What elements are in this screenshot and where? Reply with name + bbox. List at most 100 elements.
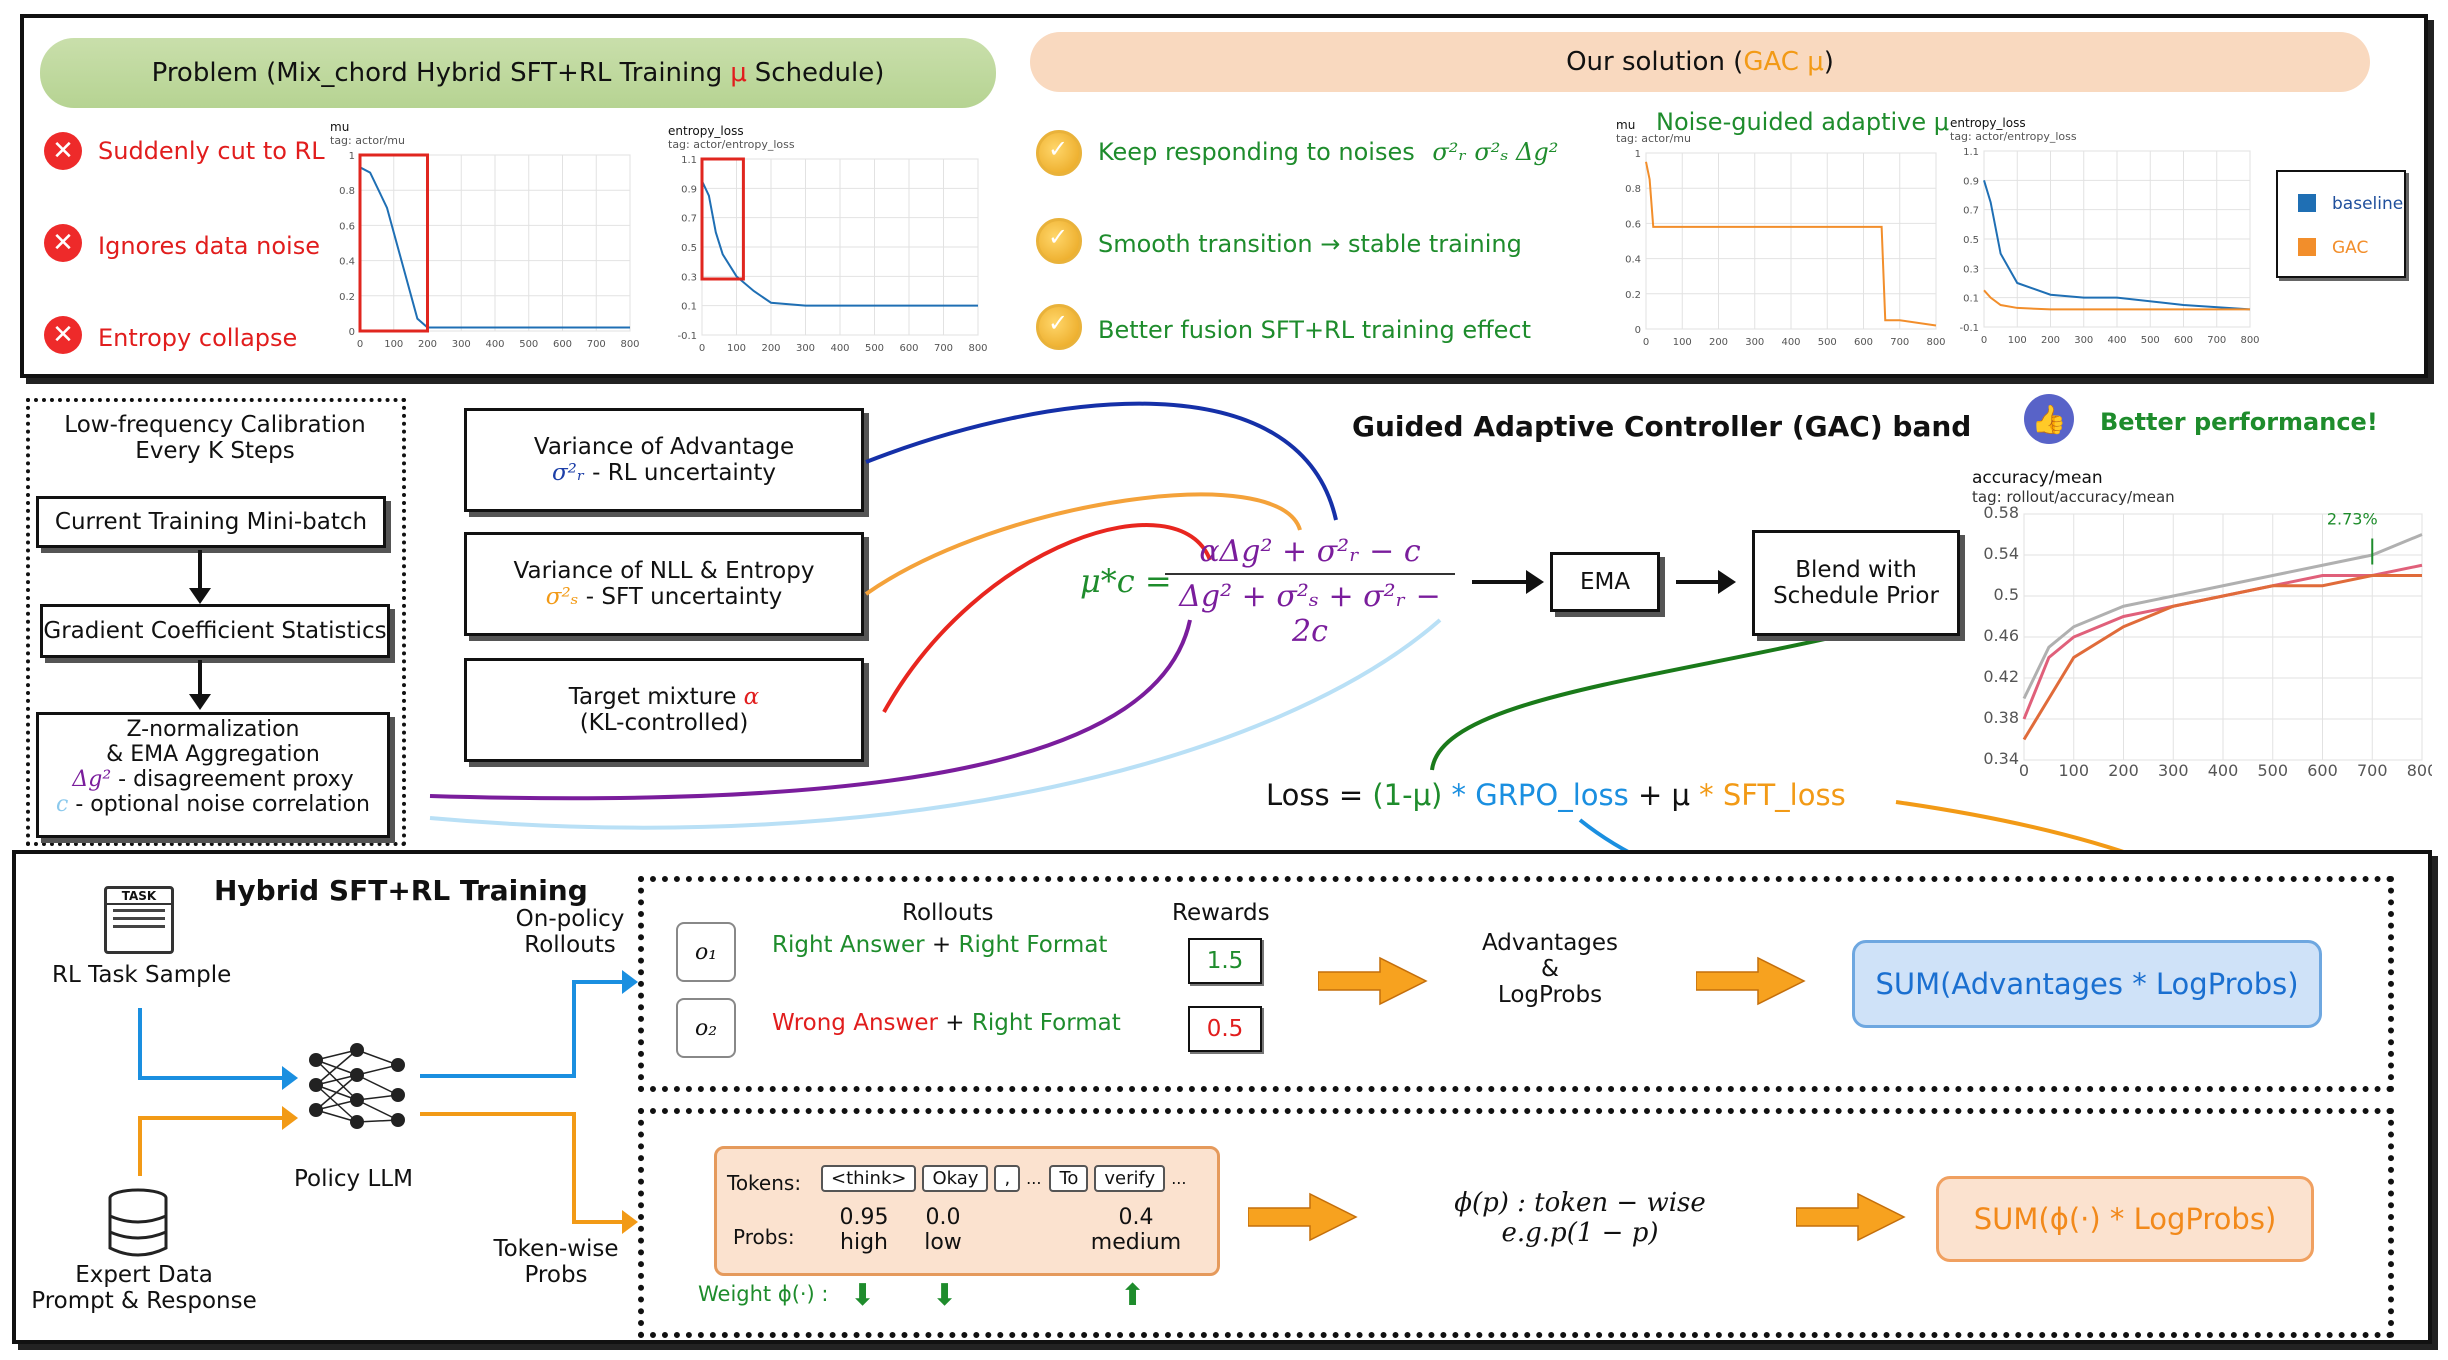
prob-value: 0.95 <box>839 1205 889 1230</box>
x-tick-label: 800 <box>1926 337 1945 348</box>
series-line <box>1983 289 2250 311</box>
chart-tag: tag: actor/mu <box>330 134 405 147</box>
problem-header: Problem (Mix_chord Hybrid SFT+RL Trainin… <box>40 38 996 108</box>
znorm-line-1: Z-normalization <box>126 717 300 742</box>
x-tick-label: 800 <box>2240 335 2259 346</box>
arrow-up-icon: ⬆ <box>1120 1278 1146 1313</box>
grad-stats-box: Gradient Coefficient Statistics <box>40 604 390 658</box>
token-wise-line-2: Probs <box>524 1262 588 1288</box>
x-tick-label: 500 <box>1818 337 1837 348</box>
legend-gac-swatch <box>2298 238 2316 256</box>
r1-format: Right Format <box>958 932 1108 958</box>
entropy-chart-problem: entropy_loss tag: actor/entropy_loss 1.1… <box>668 124 988 364</box>
better-performance: Better performance! <box>2100 408 2378 436</box>
series-line <box>359 166 630 329</box>
expert-line-2: Prompt & Response <box>31 1288 257 1314</box>
adv-line-2: & <box>1541 956 1559 982</box>
advantages-label: Advantages & LogProbs <box>1440 930 1660 1008</box>
chart-title: entropy_loss <box>1950 116 2026 130</box>
var-nll-sub-text: - SFT uncertainty <box>578 584 783 610</box>
grpo-loss: GRPO_loss <box>1475 778 1629 812</box>
x-tick-label: 800 <box>620 339 639 350</box>
chart-tag: tag: actor/mu <box>1616 132 1691 145</box>
x-tick-label: 500 <box>2257 761 2288 780</box>
gain-label: 2.73% <box>2327 510 2378 529</box>
x-tick-label: 800 <box>968 343 987 354</box>
series-line <box>2022 533 2423 700</box>
x-tick-label: 700 <box>587 339 606 350</box>
on-policy-line-2: Rollouts <box>524 932 616 958</box>
blend-box: Blend with Schedule Prior <box>1752 530 1960 636</box>
y-tick-label: 0 <box>1635 325 1641 336</box>
loss-equation: Loss = (1-μ) * GRPO_loss + μ * SFT_loss <box>1266 778 1846 812</box>
o2-badge: o₂ <box>676 998 736 1058</box>
x-tick-label: 200 <box>418 339 437 350</box>
x-tick-label: 100 <box>727 343 746 354</box>
sum-advantages-box: SUM(Advantages * LogProbs) <box>1852 940 2322 1028</box>
y-tick-label: 1.1 <box>681 155 697 166</box>
o1-badge: o₁ <box>676 922 736 982</box>
y-tick-label: 0.1 <box>681 302 697 313</box>
y-tick-label: 0.5 <box>1963 235 1979 246</box>
x-tick-label: 300 <box>796 343 815 354</box>
x-tick-label: 500 <box>2141 335 2160 346</box>
token: Okay <box>922 1165 989 1192</box>
r1-answer: Right Answer <box>772 932 925 958</box>
sum-phi-box: SUM(ϕ(·) * LogProbs) <box>1936 1176 2314 1262</box>
x-tick-label: 700 <box>2207 335 2226 346</box>
prob-value: 0.4 <box>1118 1205 1154 1230</box>
znorm-box: Z-normalization & EMA Aggregation Δg² - … <box>36 712 390 838</box>
x-tick-label: 0 <box>357 339 363 350</box>
adv-line-3: LogProbs <box>1497 982 1603 1008</box>
y-tick-label: 0.9 <box>1963 176 1979 187</box>
task-icon: TASK <box>104 886 174 954</box>
thumbs-up-icon: 👍 <box>2024 394 2074 444</box>
solution-1: Keep responding to noises σ²ᵣ σ²ₛ Δg² <box>1098 138 1558 166</box>
y-tick-label: -0.1 <box>1959 323 1979 334</box>
one-minus-mu: (1-μ) <box>1372 778 1443 812</box>
series-line <box>2022 574 2422 741</box>
probs-label: Probs: <box>733 1225 795 1249</box>
y-tick-label: 0.6 <box>339 221 355 232</box>
var-nll-title: Variance of NLL & Entropy <box>513 558 815 584</box>
x-tick-label: 100 <box>1673 337 1692 348</box>
problem-mu: μ <box>730 58 747 88</box>
solution-header-text: Our solution ( <box>1566 47 1744 77</box>
entropy-chart-solution: entropy_loss tag: actor/entropy_loss 1.1… <box>1950 116 2260 356</box>
rollouts-header: Rollouts <box>902 900 994 926</box>
y-tick-label: 1.1 <box>1963 147 1979 158</box>
legend-baseline-swatch <box>2298 194 2316 212</box>
x-icon: ✕ <box>44 316 82 354</box>
x-tick-label: 700 <box>2357 761 2388 780</box>
solution-3: Better fusion SFT+RL training effect <box>1098 316 1532 344</box>
c-text: - optional noise correlation <box>68 792 370 817</box>
solution-1-text: Keep responding to noises <box>1098 138 1415 166</box>
medal-icon <box>1036 304 1082 350</box>
y-tick-label: 0.46 <box>1983 626 2019 645</box>
x-tick-label: 600 <box>899 343 918 354</box>
var-advantage-title: Variance of Advantage <box>533 434 795 460</box>
solution-gac: GAC μ <box>1743 47 1824 77</box>
y-tick-label: 0.1 <box>1963 294 1979 305</box>
y-tick-label: 0.2 <box>339 292 355 303</box>
legend: baseline GAC <box>2276 170 2406 278</box>
x-tick-label: 0 <box>1643 337 1649 348</box>
x-tick-label: 200 <box>1709 337 1728 348</box>
x-tick-label: 400 <box>2107 335 2126 346</box>
token-wise-line-1: Token-wise <box>493 1236 619 1262</box>
ema-box: EMA <box>1550 552 1660 612</box>
token: , <box>994 1165 1021 1192</box>
legend-baseline-label: baseline <box>2332 194 2404 214</box>
blend-line-2: Schedule Prior <box>1773 583 1939 609</box>
x-icon: ✕ <box>44 224 82 262</box>
chart-tag: tag: rollout/accuracy/mean <box>1972 488 2175 506</box>
y-tick-label: 0.5 <box>1994 585 2019 604</box>
x-tick-label: 200 <box>2041 335 2060 346</box>
left-flow-arrows <box>189 550 211 710</box>
y-tick-label: 0.54 <box>1983 544 2019 563</box>
